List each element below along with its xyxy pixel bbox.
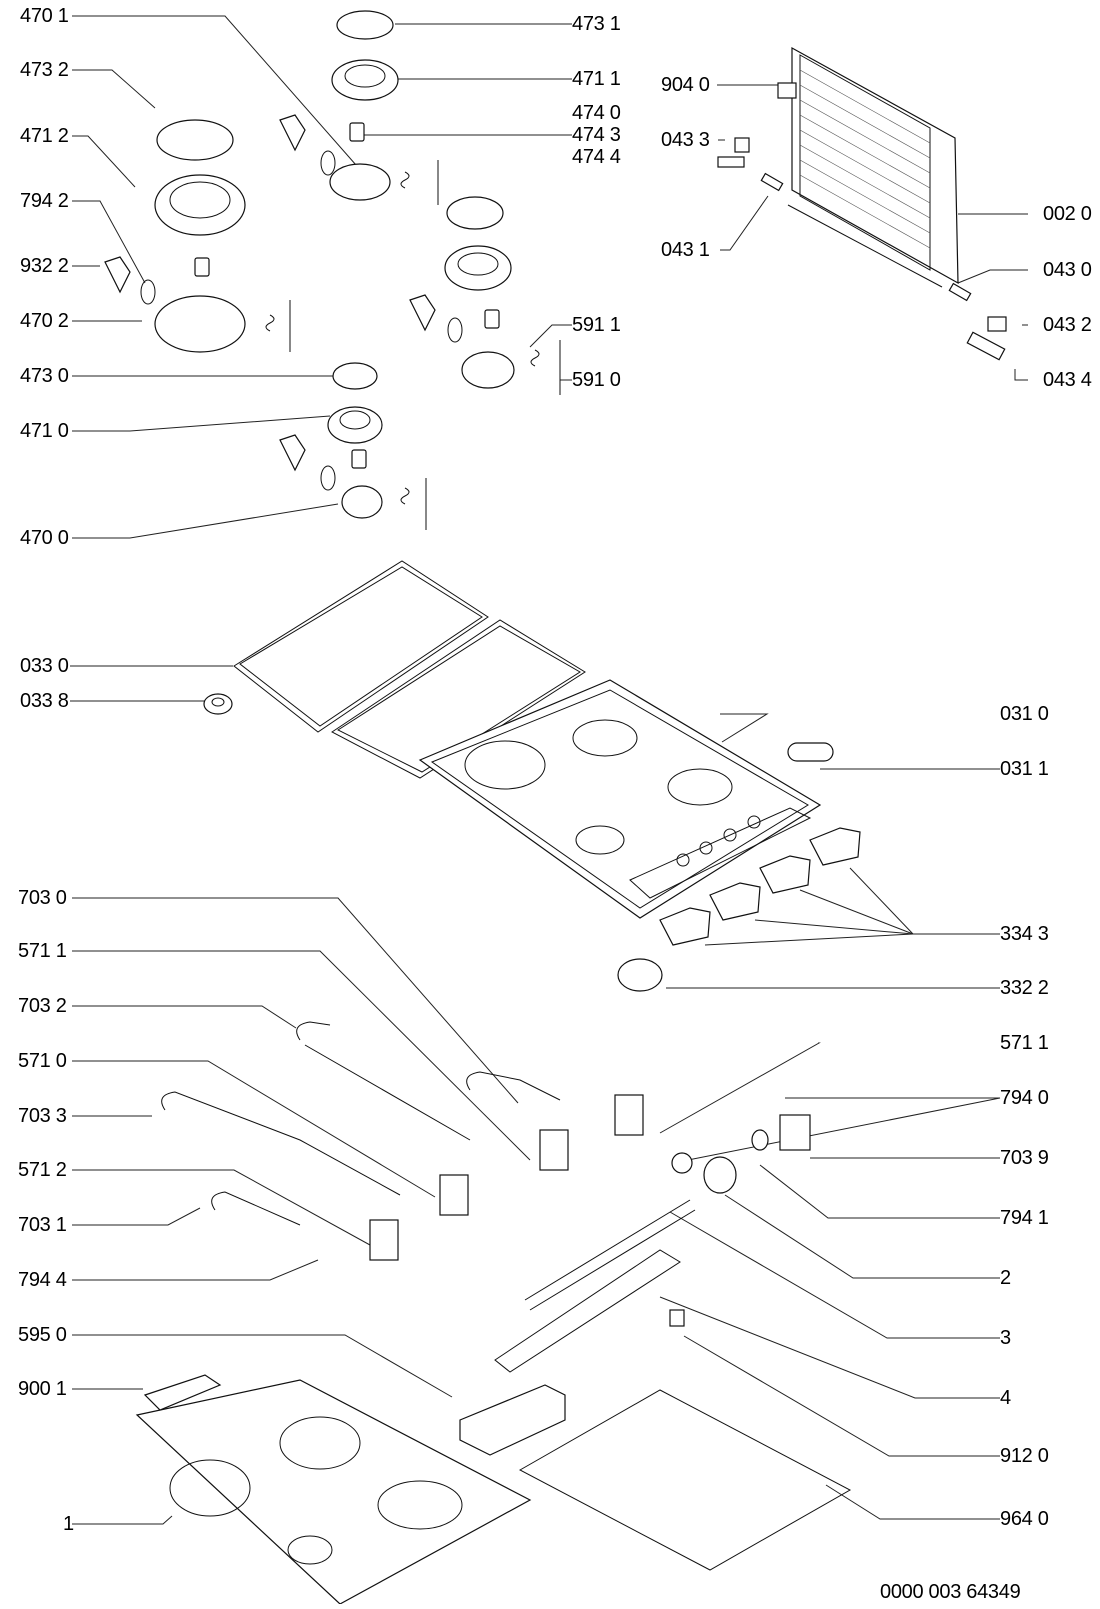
label-043-1: 043 1 <box>661 239 710 261</box>
label-794-1: 794 1 <box>1000 1207 1049 1229</box>
label-571-1: 571 1 <box>18 940 67 962</box>
label-474-4: 474 4 <box>572 146 621 168</box>
hob-top <box>418 679 834 919</box>
label-591-1: 591 1 <box>572 314 621 336</box>
label-470-0: 470 0 <box>20 527 69 549</box>
label-595-0: 595 0 <box>18 1324 67 1346</box>
label-4: 4 <box>1000 1387 1011 1409</box>
label-473-0: 473 0 <box>20 365 69 387</box>
label-033-8: 033 8 <box>20 690 69 712</box>
label-470-1: 470 1 <box>20 5 69 27</box>
label-043-4: 043 4 <box>1043 369 1092 391</box>
label-703-0: 703 0 <box>18 887 67 909</box>
label-794-0: 794 0 <box>1000 1087 1049 1109</box>
label-031-0: 031 0 <box>1000 703 1049 725</box>
base-parts <box>135 1374 852 1605</box>
label-571-1-right: 571 1 <box>1000 1032 1049 1054</box>
label-703-3: 703 3 <box>18 1105 67 1127</box>
label-571-0: 571 0 <box>18 1050 67 1072</box>
label-571-2: 571 2 <box>18 1159 67 1181</box>
label-703-2: 703 2 <box>18 995 67 1017</box>
label-703-9: 703 9 <box>1000 1147 1049 1169</box>
label-473-2: 473 2 <box>20 59 69 81</box>
label-332-2: 332 2 <box>1000 977 1049 999</box>
burner-rear-left <box>104 119 291 353</box>
gas-pipes <box>161 1021 811 1373</box>
burner-rear-center <box>279 10 439 205</box>
label-474-0: 474 0 <box>572 102 621 124</box>
label-471-1: 471 1 <box>572 68 621 90</box>
leader-lines-right <box>360 23 1028 1520</box>
label-334-3: 334 3 <box>1000 923 1049 945</box>
label-1: 1 <box>63 1513 74 1535</box>
label-043-3: 043 3 <box>661 129 710 151</box>
label-794-4: 794 4 <box>18 1269 67 1291</box>
label-932-2: 932 2 <box>20 255 69 277</box>
label-473-1: 473 1 <box>572 13 621 35</box>
label-002-0: 002 0 <box>1043 203 1092 225</box>
label-2: 2 <box>1000 1267 1011 1289</box>
label-904-0: 904 0 <box>661 74 710 96</box>
label-031-1: 031 1 <box>1000 758 1049 780</box>
label-043-0: 043 0 <box>1043 259 1092 281</box>
label-471-0: 471 0 <box>20 420 69 442</box>
label-703-1: 703 1 <box>18 1214 67 1236</box>
label-474-3: 474 3 <box>572 124 621 146</box>
burner-front <box>279 362 427 530</box>
label-964-0: 964 0 <box>1000 1508 1049 1530</box>
label-033-0: 033 0 <box>20 655 69 677</box>
label-912-0: 912 0 <box>1000 1445 1049 1467</box>
knobs <box>617 827 861 992</box>
leader-lines <box>70 15 531 1525</box>
label-794-2: 794 2 <box>20 190 69 212</box>
label-591-0: 591 0 <box>572 369 621 391</box>
label-470-2: 470 2 <box>20 310 69 332</box>
burner-right <box>409 196 561 395</box>
label-3: 3 <box>1000 1327 1011 1349</box>
document-number: 0000 003 64349 <box>880 1581 1021 1603</box>
label-043-2: 043 2 <box>1043 314 1092 336</box>
pan-supports <box>203 560 586 779</box>
label-471-2: 471 2 <box>20 125 69 147</box>
grill-panel <box>717 46 1007 361</box>
label-900-1: 900 1 <box>18 1378 67 1400</box>
